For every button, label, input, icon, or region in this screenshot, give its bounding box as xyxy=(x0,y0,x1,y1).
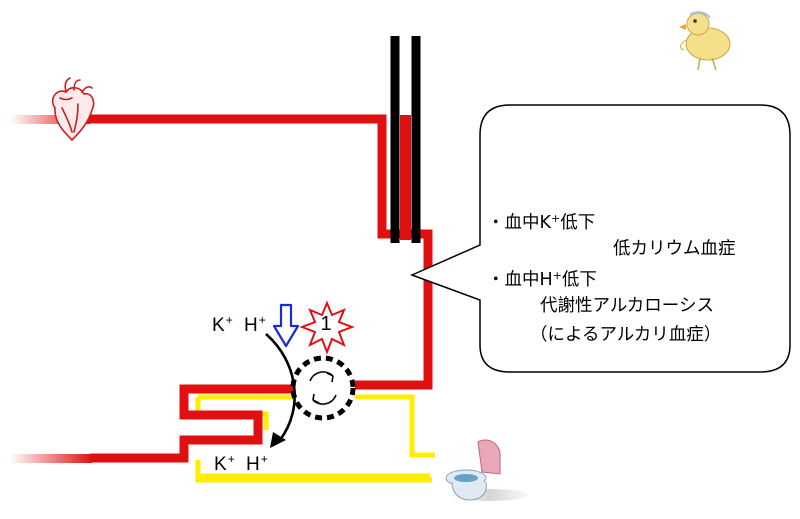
callout-line-1: ・血中K+低下 xyxy=(487,213,595,233)
callout-line-3-prefix: ・血中H xyxy=(487,270,553,290)
chick-icon xyxy=(679,11,731,71)
h-ion: H xyxy=(243,315,258,336)
k-charge: + xyxy=(225,313,233,327)
pump-cycle-icon xyxy=(309,371,337,405)
exchange-arrow-head xyxy=(270,432,286,448)
callout-line-4: 代謝性アルカローシス xyxy=(540,296,714,316)
exchange-arrow xyxy=(265,333,296,441)
vessel-fade-top xyxy=(10,115,90,124)
k-ion: K xyxy=(214,454,227,475)
h-secretion-arrow-icon xyxy=(272,303,300,348)
loop-lumen xyxy=(400,115,411,240)
callout-line-1-suffix: 低下 xyxy=(560,213,596,233)
explosion-burst-icon xyxy=(299,300,355,355)
callout-line-3: ・血中H+低下 xyxy=(487,270,597,290)
callout-line-1-prefix: ・血中K xyxy=(487,213,551,233)
callout-line-3-sup: + xyxy=(552,269,562,282)
vessel-fade-bottom xyxy=(10,454,92,463)
collecting-duct-lower xyxy=(195,470,432,483)
k-charge: + xyxy=(227,452,235,466)
h-ion: H xyxy=(245,454,260,475)
callout-line-2: 低カリウム血症 xyxy=(613,239,736,259)
ion-label-top: K+ H+ xyxy=(212,313,266,337)
heart-icon xyxy=(51,77,95,142)
toilet-icon xyxy=(445,439,528,501)
proximal-tubule-line xyxy=(88,114,433,390)
collecting-duct-line xyxy=(195,394,435,479)
callout-line-3-suffix: 低下 xyxy=(561,270,597,290)
ion-label-bottom: K+ H+ xyxy=(214,452,268,476)
callout-bubble xyxy=(409,104,791,373)
callout-line-5: （によるアルカリ血症） xyxy=(530,325,722,345)
k-ion: K xyxy=(212,315,225,336)
pump-circle xyxy=(290,355,356,421)
h-charge: + xyxy=(260,452,268,466)
burst-number: 1 xyxy=(320,313,332,335)
callout-line-1-sup: + xyxy=(550,212,561,225)
distal-tubule-line xyxy=(90,384,300,463)
h-charge: + xyxy=(258,313,266,327)
